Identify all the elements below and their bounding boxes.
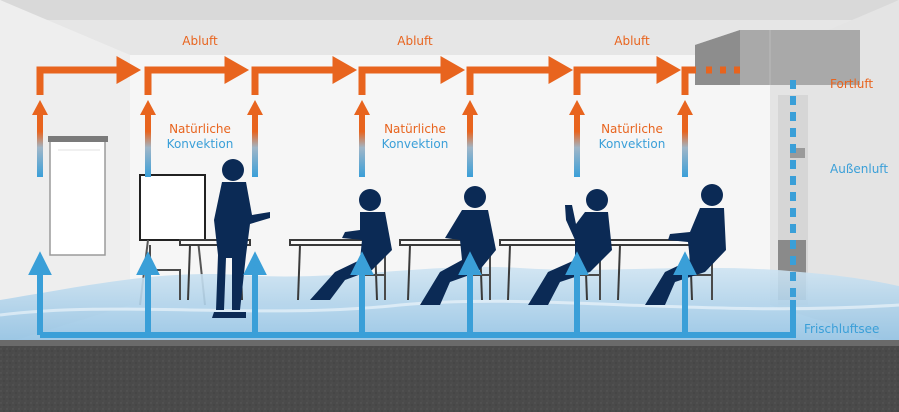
floor [0, 345, 899, 412]
fresh-air-lake-label: Frischluftsee [804, 322, 879, 336]
exhaust-arrows [36, 55, 740, 95]
convection-arrows [32, 100, 693, 177]
outside-air-label: Außenluft [830, 162, 888, 176]
teacher-silhouette [212, 159, 270, 318]
convection-label-1-line1: Natürliche [169, 122, 231, 136]
exhaust-label-3: Abluft [614, 34, 650, 48]
outgoing-air-label: Fortluft [830, 77, 873, 91]
exhaust-label-2: Abluft [397, 34, 433, 48]
convection-label-2-line1: Natürliche [384, 122, 446, 136]
fresh-air-arrows [28, 251, 796, 338]
student-silhouette [310, 184, 726, 305]
convection-label-1-line2: Konvektion [167, 137, 234, 151]
ceiling [0, 0, 899, 20]
convection-label-3-line1: Natürliche [601, 122, 663, 136]
ceiling-edge [40, 20, 860, 55]
convection-label-3-line2: Konvektion [599, 137, 666, 151]
convection-label-2-line2: Konvektion [382, 137, 449, 151]
flipchart-icon [48, 136, 108, 256]
exhaust-label-1: Abluft [182, 34, 218, 48]
